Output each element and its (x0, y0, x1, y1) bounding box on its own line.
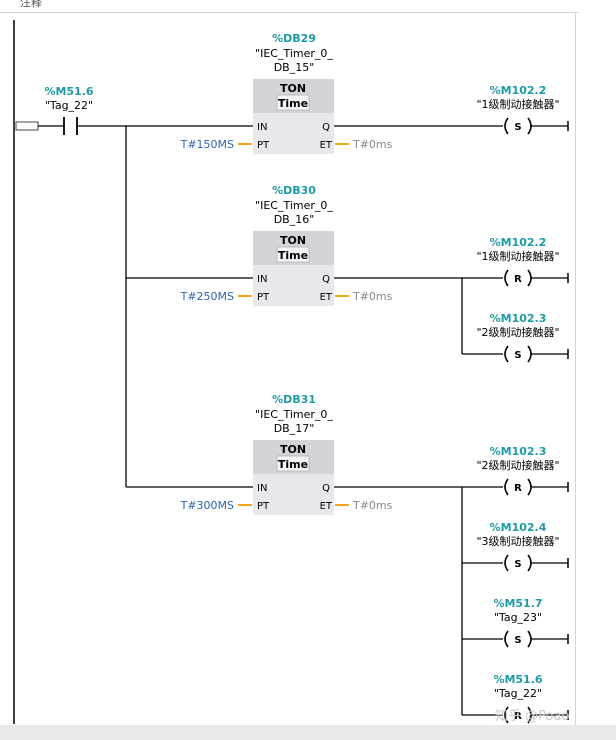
timer-time-dropdown[interactable] (276, 94, 310, 111)
coil-address[interactable]: %M102.3 (490, 445, 547, 458)
bottom-scroll-area[interactable] (0, 725, 616, 740)
coil-tag[interactable]: "Tag_22" (494, 687, 542, 700)
timer-time-label: Time (278, 97, 308, 110)
timer-instance-name[interactable]: "IEC_Timer_0_ (255, 47, 333, 60)
coil-address[interactable]: %M102.3 (490, 312, 547, 325)
rung-marker[interactable] (15, 121, 39, 131)
coil-right-arc (527, 554, 532, 572)
timer-pin-et: ET (320, 292, 333, 303)
coil-tag[interactable]: "1级制动接触器" (476, 249, 559, 263)
timer-et-value[interactable]: T#0ms (352, 138, 393, 151)
coil-type[interactable]: R (514, 711, 522, 722)
contact-tag[interactable]: "Tag_22" (45, 99, 93, 112)
timer-time-dropdown[interactable] (276, 246, 310, 263)
coil-right-arc (527, 269, 532, 287)
coil-right-arc (527, 478, 532, 496)
header-divider (0, 12, 578, 13)
watermark: 知乎 @Poao (495, 709, 570, 724)
timer-et-value[interactable]: T#0ms (352, 499, 393, 512)
timer-time-label: Time (278, 249, 308, 262)
coil-address[interactable]: %M102.2 (490, 236, 547, 249)
header-label: 注释 (20, 0, 42, 9)
timer-time-dropdown[interactable] (276, 455, 310, 472)
timer-type: TON (280, 234, 306, 247)
timer-instance-name[interactable]: DB_17" (274, 422, 315, 435)
timer-pin-in: IN (257, 122, 267, 133)
timer-et-value[interactable]: T#0ms (352, 290, 393, 303)
coil-type[interactable]: S (514, 122, 521, 133)
coil-tag[interactable]: "2级制动接触器" (476, 458, 559, 472)
coil-type[interactable]: S (514, 559, 521, 570)
network-right-border (575, 12, 576, 727)
timer-pin-et: ET (320, 501, 333, 512)
timer-time-label: Time (278, 458, 308, 471)
contact-address[interactable]: %M51.6 (44, 85, 93, 98)
timer-pin-in: IN (257, 483, 267, 494)
coil-tag[interactable]: "Tag_23" (494, 611, 542, 624)
timer-pt-value[interactable]: T#300MS (180, 499, 234, 512)
timer-db-address[interactable]: %DB30 (272, 184, 316, 197)
timer-type: TON (280, 443, 306, 456)
coil-address[interactable]: %M51.6 (493, 673, 542, 686)
coil-left-arc (504, 554, 509, 572)
timer-pin-q: Q (322, 122, 330, 133)
coil-left-arc (504, 630, 509, 648)
coil-left-arc (504, 269, 509, 287)
header-bar: 注释 (0, 0, 616, 12)
coil-type[interactable]: S (514, 350, 521, 361)
timer-instance-name[interactable]: DB_15" (274, 61, 315, 74)
timer-instance-name[interactable]: DB_16" (274, 213, 315, 226)
coil-left-arc (504, 117, 509, 135)
timer-pin-pt: PT (257, 140, 270, 151)
timer-pin-et: ET (320, 140, 333, 151)
coil-right-arc (527, 117, 532, 135)
coil-address[interactable]: %M102.2 (490, 84, 547, 97)
coil-right-arc (527, 630, 532, 648)
timer-db-address[interactable]: %DB29 (272, 32, 316, 45)
timer-pin-pt: PT (257, 292, 270, 303)
coil-address[interactable]: %M102.4 (490, 521, 547, 534)
timer-pt-value[interactable]: T#250MS (180, 290, 234, 303)
coil-left-arc (504, 478, 509, 496)
timer-type: TON (280, 82, 306, 95)
coil-left-arc (504, 345, 509, 363)
coil-left-arc (504, 706, 509, 724)
coil-right-arc (527, 345, 532, 363)
timer-instance-name[interactable]: "IEC_Timer_0_ (255, 408, 333, 421)
timer-pin-in: IN (257, 274, 267, 285)
timer-instance-name[interactable]: "IEC_Timer_0_ (255, 199, 333, 212)
coil-type[interactable]: R (514, 483, 522, 494)
coil-type[interactable]: R (514, 274, 522, 285)
coil-address[interactable]: %M51.7 (493, 597, 542, 610)
coil-type[interactable]: S (514, 635, 521, 646)
coil-tag[interactable]: "3级制动接触器" (476, 534, 559, 548)
timer-pin-q: Q (322, 274, 330, 285)
coil-tag[interactable]: "1级制动接触器" (476, 97, 559, 111)
timer-pt-value[interactable]: T#150MS (180, 138, 234, 151)
timer-pin-pt: PT (257, 501, 270, 512)
timer-db-address[interactable]: %DB31 (272, 393, 316, 406)
timer-pin-q: Q (322, 483, 330, 494)
coil-tag[interactable]: "2级制动接触器" (476, 325, 559, 339)
